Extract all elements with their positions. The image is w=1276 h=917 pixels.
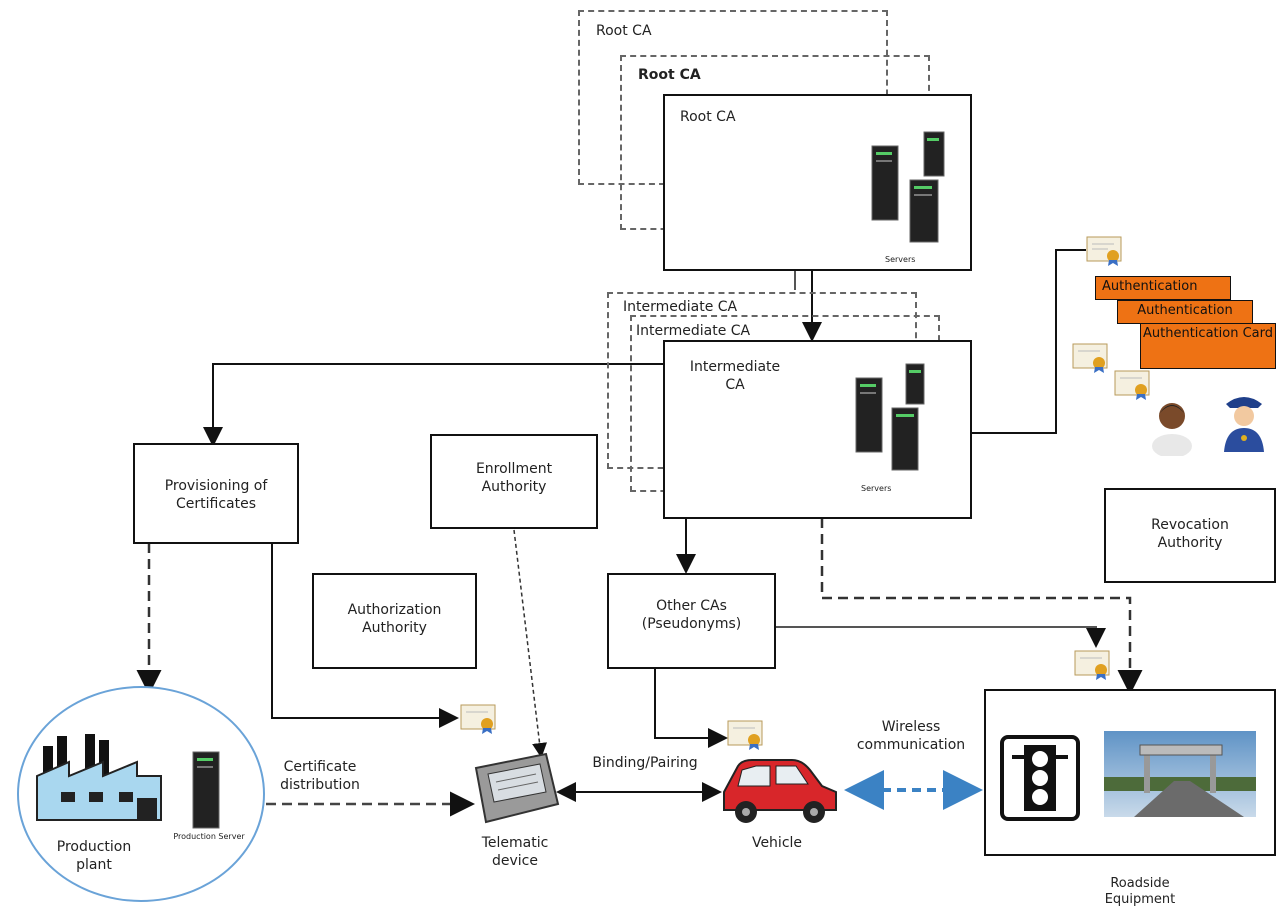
other-cas-to-roadside-arrow xyxy=(775,626,1106,648)
certificate-icon xyxy=(1086,236,1122,266)
enrollment-to-telematic-dashed-arrow xyxy=(513,529,548,758)
enrollment-authority-box: Enrollment Authority xyxy=(430,434,598,529)
other-cas-label: Other CAs (Pseudonyms) xyxy=(641,598,742,632)
factory-icon xyxy=(36,734,162,821)
intermediate-ca-box: Intermediate CA Servers xyxy=(663,340,972,519)
authentication-card-2: Authentication xyxy=(1117,300,1253,324)
certificate-icon xyxy=(1072,343,1108,373)
certificate-icon xyxy=(460,704,496,734)
certificate-distribution-label: Certificate distribution xyxy=(280,759,360,793)
intermediate-to-authentication-line xyxy=(970,249,1086,434)
other-cas-to-vehicle-arrow xyxy=(654,668,728,748)
authorization-authority-label: Authorization Authority xyxy=(347,602,442,636)
binding-pairing-label: Binding/Pairing xyxy=(592,755,698,771)
intermediate-ca-middle-label: Intermediate CA xyxy=(636,323,751,339)
root-ca-box: Root CA Servers xyxy=(663,94,972,271)
certificate-icon xyxy=(1114,370,1150,400)
certificate-icon xyxy=(727,720,763,750)
root-ca-back-label: Root CA xyxy=(596,23,652,39)
vehicle-icon xyxy=(723,759,837,823)
roadside-equipment-label: Roadside Equipment xyxy=(1104,876,1176,907)
wireless-communication-label: Wireless communication xyxy=(856,719,966,753)
servers-icon xyxy=(871,131,945,243)
telematic-device-icon xyxy=(474,752,560,824)
roadside-equipment-box xyxy=(984,689,1276,856)
enrollment-authority-label: Enrollment Authority xyxy=(475,461,553,495)
traffic-light-icon xyxy=(1000,735,1080,821)
person-icon xyxy=(1152,403,1192,456)
provisioning-label: Provisioning of Certificates xyxy=(164,478,268,512)
toll-gantry-photo xyxy=(1104,731,1256,817)
root-ca-servers-label: Servers xyxy=(885,255,916,264)
intermediate-to-roadside-dashed-arrow xyxy=(820,518,1143,695)
provisioning-box: Provisioning of Certificates xyxy=(133,443,299,544)
root-to-intermediate-arrow xyxy=(794,270,822,342)
other-cas-box: Other CAs (Pseudonyms) xyxy=(607,573,776,669)
intermediate-ca-label: Intermediate CA xyxy=(689,359,781,393)
authentication-card-3: Authentication Card xyxy=(1140,323,1276,369)
intermediate-ca-servers-label: Servers xyxy=(861,484,892,493)
intermediate-ca-back-label: Intermediate CA xyxy=(623,299,738,315)
revocation-authority-label: Revocation Authority xyxy=(1151,517,1229,551)
root-ca-label: Root CA xyxy=(680,109,736,125)
production-plant-label: Production plant xyxy=(56,839,132,873)
production-plant-circle: Production Server Production plant xyxy=(17,686,265,902)
certificate-icon xyxy=(1074,650,1110,680)
police-officer-icon xyxy=(1224,397,1264,452)
telematic-device-label: Telematic device xyxy=(481,835,549,869)
provisioning-to-telematic-arrow xyxy=(271,543,459,728)
revocation-authority-box: Revocation Authority xyxy=(1104,488,1276,583)
authorization-authority-box: Authorization Authority xyxy=(312,573,477,669)
intermediate-to-provisioning-arrow xyxy=(203,363,663,447)
root-ca-middle-label: Root CA xyxy=(638,67,701,83)
authentication-card-1: Authentication xyxy=(1095,276,1231,300)
production-server-label: Production Server xyxy=(173,832,245,841)
server-icon xyxy=(192,751,220,829)
servers-icon xyxy=(855,363,925,471)
vehicle-label: Vehicle xyxy=(751,835,803,851)
